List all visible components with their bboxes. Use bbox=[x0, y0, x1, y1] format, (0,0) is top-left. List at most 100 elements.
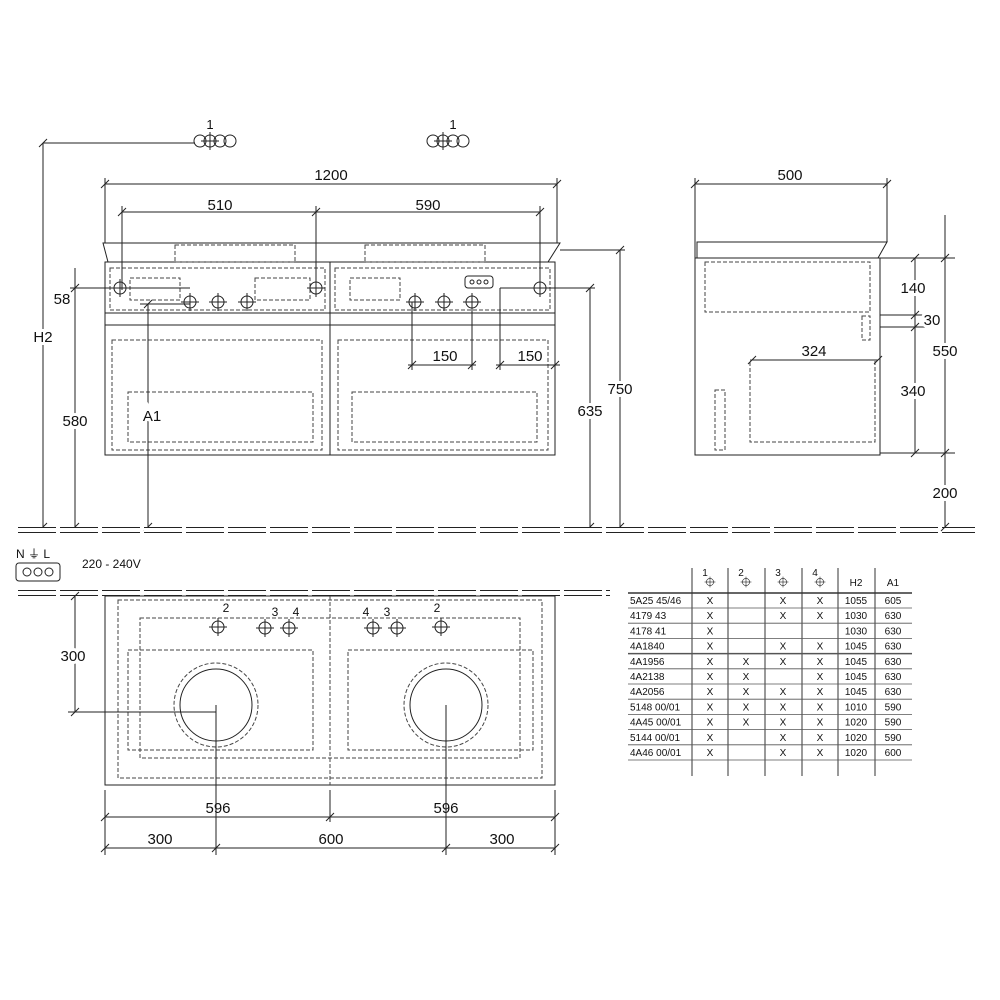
svg-text:1: 1 bbox=[449, 117, 456, 132]
dim-300-depth: 300 bbox=[60, 648, 85, 665]
table-cell: 630 bbox=[885, 642, 902, 653]
svg-text:2: 2 bbox=[223, 601, 230, 615]
table-cell: X bbox=[707, 687, 714, 698]
table-cell: X bbox=[743, 718, 750, 729]
table-header: 4 bbox=[812, 568, 818, 579]
table-cell: X bbox=[780, 611, 787, 622]
table-row-model: 4A2056 bbox=[630, 687, 665, 698]
table-header: H2 bbox=[850, 578, 863, 589]
electrical-symbol: N ⏚ L 220 - 240V bbox=[15, 547, 141, 582]
table-cell: X bbox=[707, 672, 714, 683]
tap-hole-icon bbox=[237, 292, 257, 312]
table-header: A1 bbox=[887, 578, 900, 589]
table-cell: X bbox=[707, 596, 714, 607]
table-cell: 1010 bbox=[845, 702, 868, 713]
table-cell: X bbox=[817, 672, 824, 683]
dim-140: 140 bbox=[900, 280, 925, 297]
table-row-model: 5A25 45/46 bbox=[630, 596, 682, 607]
table-row-model: 5148 00/01 bbox=[630, 702, 680, 713]
table-header: 3 bbox=[775, 568, 781, 579]
front-view: 1200 510 590 H2 1 1 58 580 A1 635 bbox=[30, 117, 636, 532]
table-row-model: 4A46 00/01 bbox=[630, 748, 682, 759]
top-view: 2 3 4 4 3 2 300 596 596 300 600 300 bbox=[18, 590, 610, 855]
table-cell: 1045 bbox=[845, 687, 868, 698]
table-cell: X bbox=[780, 748, 787, 759]
table-cell: 600 bbox=[885, 748, 902, 759]
table-cell: 1030 bbox=[845, 611, 868, 622]
table-cell: 1020 bbox=[845, 718, 868, 729]
dim-150-right: 150 bbox=[517, 348, 542, 365]
table-cell: 605 bbox=[885, 596, 902, 607]
table-cell: 630 bbox=[885, 611, 902, 622]
dim-200: 200 bbox=[932, 485, 957, 502]
table-cell: 1045 bbox=[845, 672, 868, 683]
table-cell: X bbox=[707, 733, 714, 744]
dim-300-left: 300 bbox=[147, 831, 172, 848]
table-cell: 1045 bbox=[845, 657, 868, 668]
tap-symbol-1-left: 1 bbox=[193, 117, 237, 151]
side-view: 500 324 140 30 340 550 200 bbox=[690, 167, 961, 532]
svg-text:1: 1 bbox=[206, 117, 213, 132]
table-cell: X bbox=[743, 687, 750, 698]
table-cell: X bbox=[780, 702, 787, 713]
table-cell: 1020 bbox=[845, 748, 868, 759]
table-cell: 590 bbox=[885, 733, 902, 744]
dim-750: 750 bbox=[607, 381, 632, 398]
table-header: 1 bbox=[702, 568, 708, 579]
table-cell: X bbox=[707, 718, 714, 729]
table-cell: 1045 bbox=[845, 642, 868, 653]
table-cell: X bbox=[817, 611, 824, 622]
dim-depth: 500 bbox=[777, 167, 802, 184]
tap-hole-icon bbox=[180, 292, 200, 312]
table-cell: 590 bbox=[885, 702, 902, 713]
table-cell: X bbox=[743, 702, 750, 713]
table-cell: X bbox=[817, 718, 824, 729]
table-cell: X bbox=[707, 626, 714, 637]
table-cell: X bbox=[707, 657, 714, 668]
table-cell: 1030 bbox=[845, 626, 868, 637]
tap-hole-icon bbox=[208, 292, 228, 312]
tap-hole-icon bbox=[405, 292, 425, 312]
table-cell: X bbox=[707, 702, 714, 713]
dim-600: 600 bbox=[318, 831, 343, 848]
dim-635: 635 bbox=[577, 403, 602, 420]
table-cell: 630 bbox=[885, 672, 902, 683]
table-cell: X bbox=[817, 748, 824, 759]
dim-550: 550 bbox=[932, 343, 957, 360]
dim-58: 58 bbox=[54, 291, 71, 308]
dim-596-left: 596 bbox=[205, 800, 230, 817]
table-cell: X bbox=[817, 733, 824, 744]
table-cell: X bbox=[817, 702, 824, 713]
dim-right-span: 590 bbox=[415, 197, 440, 214]
table-row-model: 4179 43 bbox=[630, 611, 667, 622]
table-cell: X bbox=[780, 657, 787, 668]
table-header: 2 bbox=[738, 568, 744, 579]
table-cell: X bbox=[743, 672, 750, 683]
table-cell: X bbox=[743, 657, 750, 668]
svg-text:2: 2 bbox=[434, 601, 441, 615]
table-cell: X bbox=[707, 642, 714, 653]
table-cell: X bbox=[780, 642, 787, 653]
dim-h2: H2 bbox=[33, 329, 52, 346]
dim-324: 324 bbox=[801, 343, 826, 360]
socket-icon bbox=[464, 275, 494, 289]
dim-340: 340 bbox=[900, 383, 925, 400]
table-cell: X bbox=[817, 642, 824, 653]
dim-596-right: 596 bbox=[433, 800, 458, 817]
dim-left-span: 510 bbox=[207, 197, 232, 214]
table-row-model: 5144 00/01 bbox=[630, 733, 680, 744]
table-row-model: 4A45 00/01 bbox=[630, 718, 682, 729]
table-cell: X bbox=[707, 748, 714, 759]
table-cell: 630 bbox=[885, 657, 902, 668]
table-row-model: 4178 41 bbox=[630, 626, 667, 637]
dim-30: 30 bbox=[924, 312, 941, 329]
table-cell: X bbox=[817, 657, 824, 668]
dim-a1: A1 bbox=[143, 408, 161, 425]
voltage-label: 220 - 240V bbox=[82, 557, 141, 571]
svg-text:3: 3 bbox=[384, 605, 391, 619]
dim-300-right: 300 bbox=[489, 831, 514, 848]
dim-width: 1200 bbox=[314, 167, 347, 184]
table-cell: X bbox=[817, 596, 824, 607]
